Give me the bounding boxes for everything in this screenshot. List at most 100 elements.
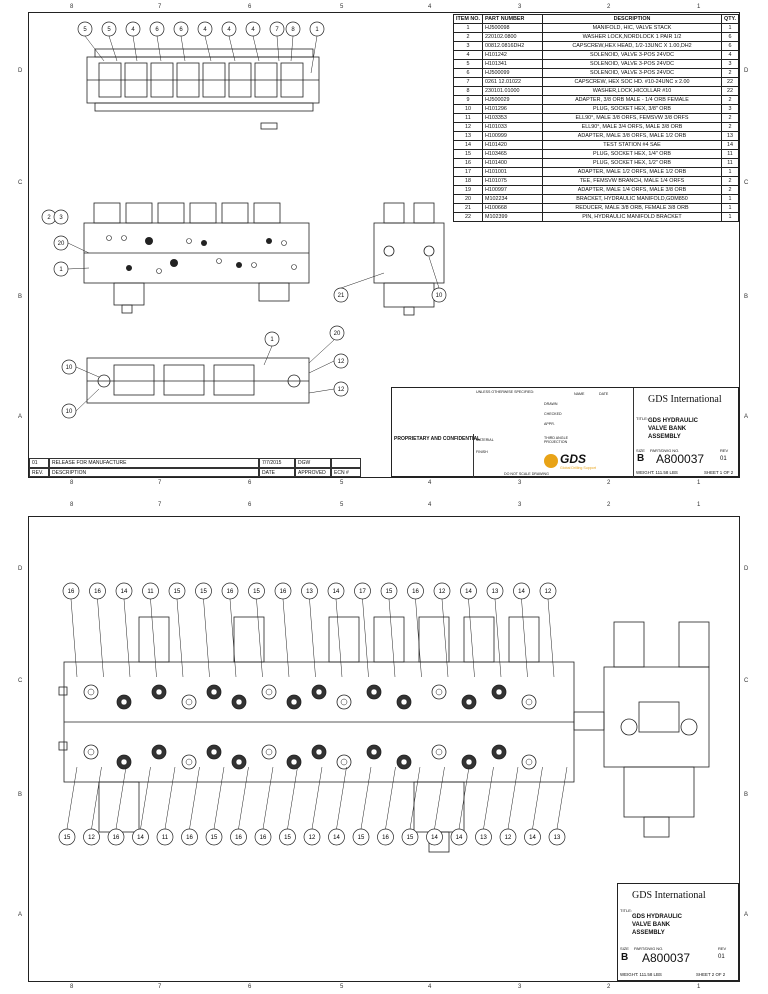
sheet-number: SHEET 1 OF 2	[704, 470, 734, 475]
rev-row-date: 7/7/2015	[259, 458, 295, 468]
bom-item-no: 16	[453, 158, 483, 168]
callout-number: 13	[492, 589, 499, 595]
bom-part-number: 0261 12.01022	[481, 77, 543, 87]
callout-leader	[213, 766, 225, 830]
zone-column-label: 4	[428, 984, 432, 990]
callout-leader	[409, 766, 421, 830]
bom-part-number: H101033	[481, 122, 543, 132]
zone-column-label: 2	[607, 4, 611, 10]
zone-column-label: 3	[518, 502, 522, 508]
port-fitting-inner	[465, 758, 473, 766]
drawn-label: DRAWN	[544, 402, 558, 406]
port-fitting-inner	[400, 758, 408, 766]
dwg-no-label-2: PART/DWG NO.	[634, 946, 664, 951]
gds-logo-text: GDS	[560, 452, 587, 466]
svg-text:12: 12	[338, 387, 345, 393]
callout-leader	[507, 766, 519, 830]
zone-row-label: D	[18, 68, 23, 74]
port-fitting-inner	[265, 748, 273, 756]
zone-row-label: C	[18, 678, 23, 684]
callout-leader	[282, 598, 290, 678]
bom-item-no: 5	[453, 59, 483, 69]
port-fitting-inner	[495, 688, 503, 696]
bom-qty: 2	[721, 95, 739, 105]
callout-leader	[483, 766, 494, 830]
bom-item-no: 14	[453, 140, 483, 150]
zone-column-label: 8	[70, 984, 74, 990]
callout-leader	[203, 598, 210, 678]
callout-leader	[556, 766, 568, 830]
zone-row-label: B	[18, 294, 23, 300]
callout-number: 14	[456, 835, 463, 841]
zone-column-label: 6	[248, 480, 252, 486]
svg-text:20: 20	[58, 241, 65, 247]
svg-text:1: 1	[315, 27, 319, 33]
bom-qty: 1	[721, 23, 739, 33]
zone-row-label: A	[744, 414, 749, 420]
zone-column-label: 5	[340, 4, 344, 10]
svg-text:5: 5	[83, 27, 87, 33]
port-fitting-inner	[120, 698, 128, 706]
title-block-sheet1: PROPRIETARY AND CONFIDENTIAL UNLESS OTHE…	[391, 387, 739, 478]
bom-description: ADAPTER, MALE 3/8 ORFS, MALE 1/2 ORB	[541, 131, 723, 141]
port-symbols	[83, 684, 537, 770]
port-fitting-inner	[155, 688, 163, 696]
callout-leader	[140, 766, 151, 830]
callout-number: 16	[260, 835, 267, 841]
zone-row-label: B	[744, 792, 749, 798]
material-label: MATERIAL	[476, 438, 494, 442]
bom-item-no: 12	[453, 122, 483, 132]
zone-row-label: A	[744, 912, 749, 918]
port-fitting-inner	[495, 748, 503, 756]
zone-row-label: D	[18, 566, 23, 572]
zone-row-label: A	[18, 414, 23, 420]
bom-part-number: M102399	[481, 212, 543, 222]
title-line-3: ASSEMBLY	[648, 434, 681, 440]
bom-description: ADAPTER, MALE 1/4 ORFS, MALE 3/8 ORB	[541, 185, 723, 195]
callout-number: 16	[113, 835, 120, 841]
zone-column-label: 4	[428, 4, 432, 10]
svg-text:7: 7	[275, 27, 279, 33]
rev-header-description: DESCRIPTION	[49, 467, 259, 477]
bom-item-no: 17	[453, 167, 483, 177]
rev-value-2: 01	[718, 954, 725, 960]
bom-qty: 6	[721, 32, 739, 42]
callout-leader	[434, 766, 445, 830]
svg-text:10: 10	[66, 365, 73, 371]
rev-row-rev: 01	[29, 458, 49, 468]
gds-logo-subtitle: Global Drilling Support	[560, 466, 596, 470]
callout-leader	[415, 598, 422, 678]
zone-row-label: A	[18, 912, 23, 918]
callout-leader	[360, 766, 372, 830]
bom-qty: 14	[721, 140, 739, 150]
bom-item-no: 11	[453, 113, 483, 123]
callout-leader	[97, 598, 104, 678]
bom-item-no: 2	[453, 32, 483, 42]
bom-description: ADAPTER, 3/8 ORB MALE - 1/4 ORB FEMALE	[541, 95, 723, 105]
callout-number: 14	[333, 589, 340, 595]
callout-number: 11	[147, 589, 154, 595]
bom-qty: 2	[721, 113, 739, 123]
port-fitting-inner	[185, 758, 193, 766]
bom-header-row: ITEM NO. PART NUMBER DESCRIPTION QTY.	[453, 14, 739, 24]
port-fitting-inner	[210, 688, 218, 696]
zone-column-label: 2	[607, 480, 611, 486]
zone-column-label: 7	[158, 502, 162, 508]
callout-leader	[388, 598, 396, 678]
callout-leader	[385, 766, 396, 830]
bom-qty: 22	[721, 86, 739, 96]
bom-description: PLUG, SOCKET HEX, 3/8" ORB	[541, 104, 723, 114]
bom-part-number: H101242	[481, 50, 543, 60]
svg-text:3: 3	[59, 215, 63, 221]
bom-qty: 2	[721, 68, 739, 78]
callout-number: 16	[382, 835, 389, 841]
callout-number: 16	[68, 589, 75, 595]
bom-qty: 1	[721, 212, 739, 222]
